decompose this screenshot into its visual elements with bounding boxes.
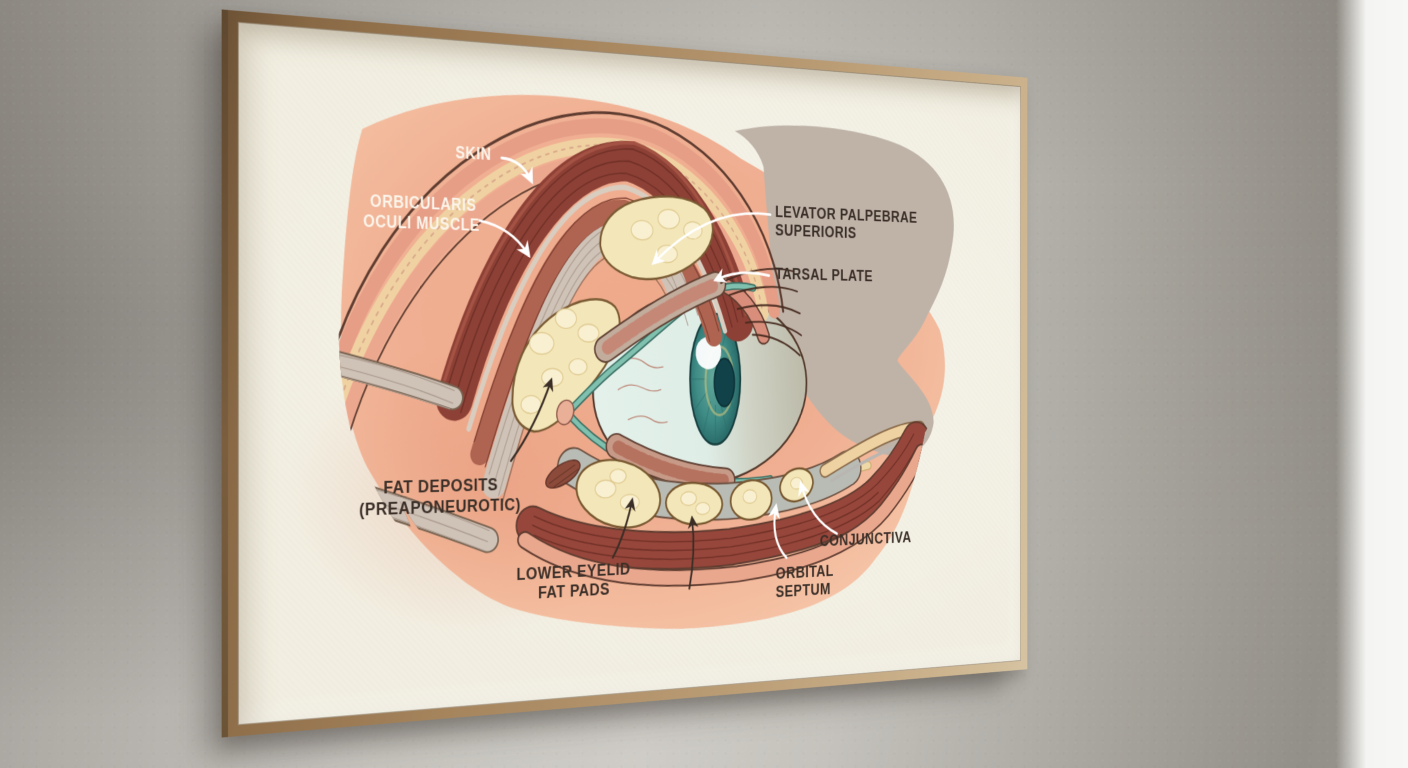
pupil <box>714 358 734 406</box>
poster-frame: SKIN ORBICULARIS OCULI MUSCLE LEVATOR PA… <box>228 10 1027 737</box>
annotation-labels: SKIN ORBICULARIS OCULI MUSCLE LEVATOR PA… <box>359 143 917 603</box>
conjunctiva-label: CONJUNCTIVA <box>820 528 912 550</box>
shadow-blob <box>734 121 954 460</box>
orbicularis-label-line1: ORBICULARIS <box>370 192 476 215</box>
orbital-septum-label-line2: SEPTUM <box>776 580 831 601</box>
eyeball <box>587 279 811 496</box>
levator-label-line2: SUPERIORIS <box>775 221 856 242</box>
lower-fat-label-line2: FAT PADS <box>538 580 610 603</box>
orbicularis-label-line2: OCULI MUSCLE <box>363 211 480 234</box>
skin-label: SKIN <box>455 143 491 164</box>
orbital-septum-label-line1: ORBITAL <box>776 561 834 582</box>
wall-right-light-band <box>1336 0 1408 768</box>
tarsal-plate-label: TARSAL PLATE <box>775 265 873 286</box>
skin-inner-shading <box>286 341 657 648</box>
fat-deposits-label-line1: FAT DEPOSITS <box>384 475 499 498</box>
poster-paper: SKIN ORBICULARIS OCULI MUSCLE LEVATOR PA… <box>238 22 1021 725</box>
levator-label-line1: LEVATOR PALPEBRAE <box>775 202 917 226</box>
lower-eyelid-fat-pads <box>570 446 816 540</box>
lower-eyelid-layers <box>525 428 921 587</box>
eye-anatomy-diagram: SKIN ORBICULARIS OCULI MUSCLE LEVATOR PA… <box>238 22 1021 725</box>
